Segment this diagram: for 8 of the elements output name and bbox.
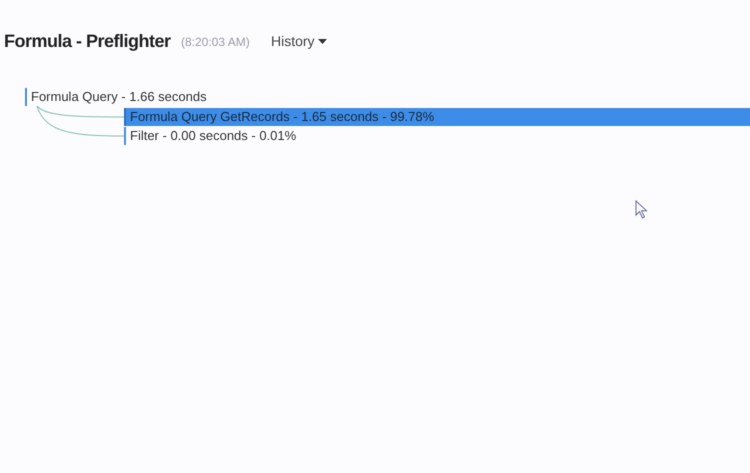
page-title: Formula - Preflighter bbox=[4, 30, 171, 52]
connector-line bbox=[36, 106, 124, 136]
tree-node: Formula Query - 1.66 seconds bbox=[25, 88, 210, 106]
connector-line bbox=[36, 106, 124, 118]
tree-node: Filter - 0.00 seconds - 0.01% bbox=[124, 127, 300, 145]
selected-tree-node: Formula Query GetRecords - 1.65 seconds - 99.78% bbox=[124, 108, 750, 126]
history-dropdown: History bbox=[271, 33, 327, 49]
timestamp-text: (8:20:03 AM) bbox=[181, 35, 250, 49]
